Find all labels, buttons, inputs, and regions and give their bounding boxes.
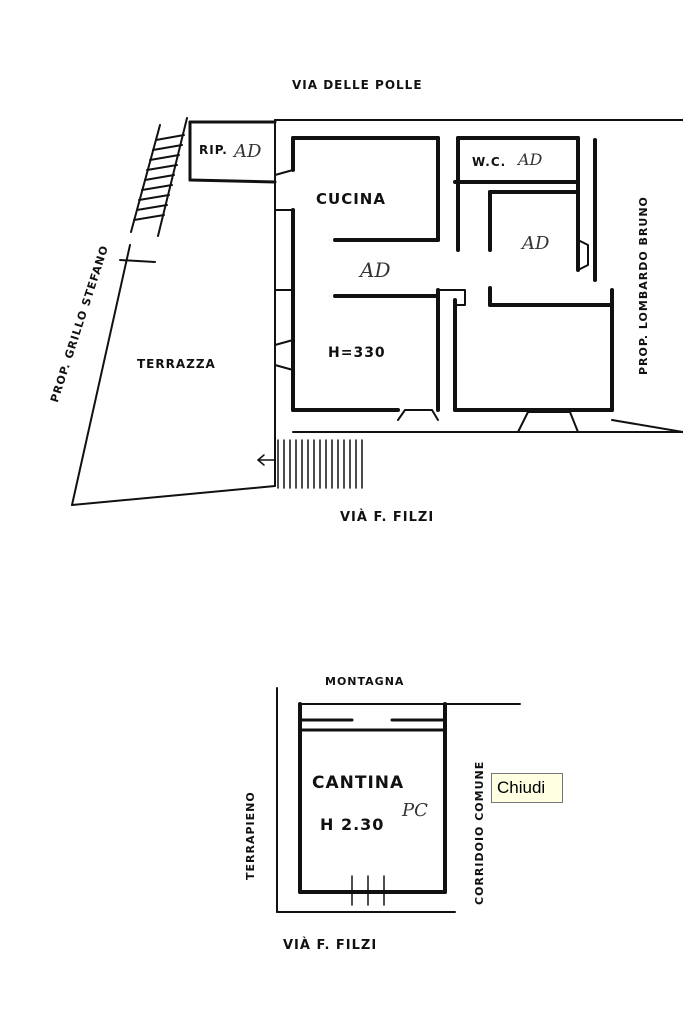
cellar-west-label: TERRAPIENO: [244, 791, 257, 880]
storage-room: [188, 120, 277, 184]
close-tooltip-button[interactable]: Chiudi: [491, 773, 563, 803]
kitchen-label: CUCINA: [316, 190, 386, 208]
cellar-height-label: H 2.30: [320, 815, 385, 834]
cellar-handwritten-note: PC: [402, 800, 428, 821]
right-neighbor-label: PROP. LOMBARDO BRUNO: [637, 196, 650, 375]
hall-handwritten-note: AD: [360, 258, 391, 282]
rip-handwritten-note: AD: [234, 141, 262, 162]
cellar-east-label: CORRIDOIO COMUNE: [473, 760, 486, 905]
main-walls: [291, 136, 614, 412]
room-height-label: H=330: [328, 345, 386, 361]
exterior-stair: [119, 117, 188, 263]
street-top-label: VIA DELLE POLLE: [292, 78, 423, 92]
cellar-street-label: VIÀ F. FILZI: [283, 938, 378, 953]
terrace-outline: [71, 244, 276, 506]
room-handwritten-note: AD: [522, 233, 550, 254]
terrace-label: TERRAZZA: [137, 357, 216, 371]
cellar-room-label: CANTINA: [312, 773, 405, 793]
entrance-stair: [257, 439, 363, 489]
rip-label: RIP.: [199, 143, 228, 157]
cellar-north-label: MONTAGNA: [325, 675, 405, 688]
street-bottom-label: VIÀ F. FILZI: [340, 510, 435, 525]
cellar-walls: [276, 687, 521, 913]
wc-handwritten-note: AD: [518, 150, 543, 169]
wc-label: W.C.: [472, 155, 507, 169]
